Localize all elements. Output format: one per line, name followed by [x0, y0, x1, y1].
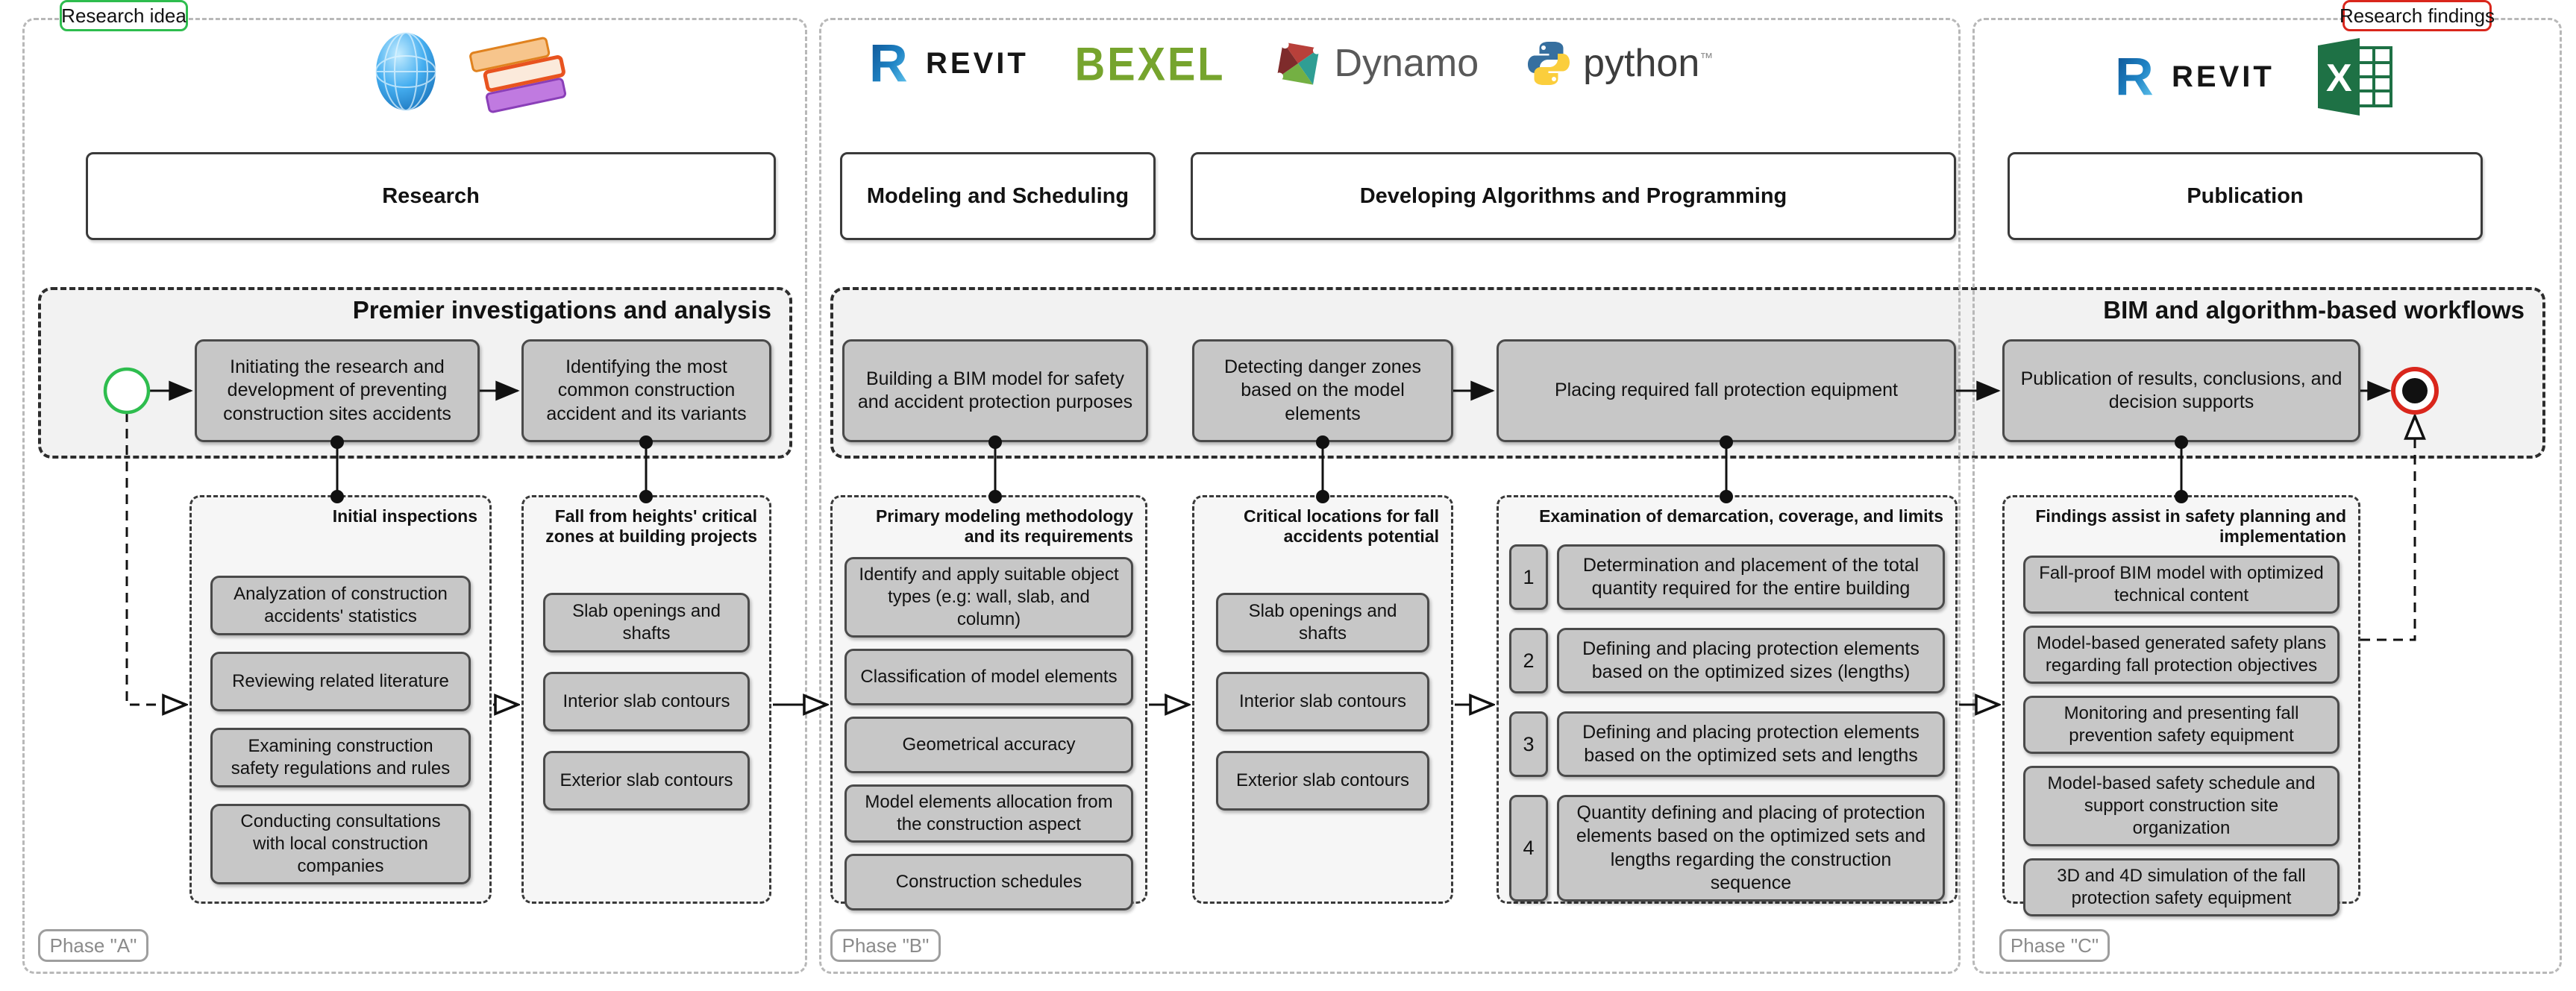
stage-title-label: Publication [2187, 183, 2304, 208]
phase-b-label: Phase "B" [830, 929, 941, 962]
svg-text:R: R [869, 36, 908, 91]
numbered-item: 1 Determination and placement of the tot… [1509, 544, 1945, 611]
column-initial-inspections: Initial inspections Analyzation of const… [189, 495, 492, 904]
box-placing-fall-protection: Placing required fall protection equipme… [1497, 339, 1956, 442]
step-number: 2 [1509, 628, 1548, 694]
list-item: Reviewing related literature [210, 652, 471, 712]
list-item: Identify and apply suitable object types… [844, 557, 1133, 638]
list-item: Model-based generated safety plans regar… [2023, 626, 2340, 685]
python-icon [1528, 42, 1570, 85]
dynamo-icon [1275, 40, 1320, 85]
panel-a-logos [367, 25, 570, 118]
list-item: Exterior slab contours [543, 751, 750, 811]
column-title: Findings assist in safety planning and i… [2035, 506, 2346, 547]
column-title: Primary modeling methodology and its req… [875, 506, 1133, 547]
column-fall-from-heights: Fall from heights' critical zones at bui… [521, 495, 771, 904]
list-item: Monitoring and presenting fall preventio… [2023, 696, 2340, 755]
list-item: Defining and placing protection elements… [1557, 711, 1945, 778]
phase-a-label: Phase "A" [38, 929, 148, 962]
stage-title-label: Developing Algorithms and Programming [1359, 183, 1787, 208]
svg-text:R: R [2115, 49, 2154, 104]
box-detecting-danger-zones: Detecting danger zones based on the mode… [1192, 339, 1453, 442]
band-title: BIM and algorithm-based workflows [2103, 296, 2525, 324]
column-title: Fall from heights' critical zones at bui… [545, 506, 757, 547]
list-item: Quantity defining and placing of protect… [1557, 795, 1945, 902]
dynamo-logo: Dynamo [1272, 37, 1479, 89]
numbered-item: 4 Quantity defining and placing of prote… [1509, 795, 1945, 902]
step-number: 1 [1509, 544, 1548, 611]
step-number: 3 [1509, 711, 1548, 778]
column-title: Critical locations for fall accidents po… [1244, 506, 1439, 547]
list-item: Fall-proof BIM model with optimized tech… [2023, 556, 2340, 614]
list-item: Interior slab contours [543, 672, 750, 732]
panel-phase-b [819, 18, 1961, 974]
python-logo: python™ [1525, 39, 1713, 88]
panel-b-logos: R REVIT BEXEL Dynamo [869, 36, 1713, 91]
research-idea-label: Research idea [60, 0, 188, 31]
dynamo-logo-text: Dynamo [1334, 42, 1479, 85]
stage-title-modeling-scheduling: Modeling and Scheduling [840, 152, 1156, 240]
column-primary-modeling: Primary modeling methodology and its req… [830, 495, 1147, 911]
panel-phase-a [22, 18, 807, 974]
python-logo-text: python™ [1583, 42, 1714, 85]
revit-logo-text: REVIT [926, 46, 1029, 80]
research-findings-label: Research findings [2340, 0, 2495, 31]
list-item: Determination and placement of the total… [1557, 544, 1945, 611]
list-item: 3D and 4D simulation of the fall protect… [2023, 858, 2340, 917]
list-item: Slab openings and shafts [1216, 593, 1429, 653]
revit-icon: R [869, 36, 908, 91]
numbered-item: 2 Defining and placing protection elemen… [1509, 628, 1945, 694]
list-item: Classification of model elements [844, 649, 1133, 706]
list-item: Examining construction safety regulation… [210, 728, 471, 788]
step-number: 4 [1509, 795, 1548, 902]
excel-icon: X [2317, 38, 2392, 116]
phase-c-label: Phase "C" [1999, 929, 2110, 962]
python-tm: ™ [1699, 50, 1714, 66]
column-findings-assist: Findings assist in safety planning and i… [2002, 495, 2360, 917]
list-item: Analyzation of construction accidents' s… [210, 576, 471, 636]
revit-logo-text: REVIT [2172, 60, 2275, 93]
globe-icon [375, 32, 436, 111]
list-item: Geometrical accuracy [844, 717, 1133, 774]
stage-title-publication: Publication [2008, 152, 2483, 240]
books-icon [469, 37, 567, 113]
list-item: Construction schedules [844, 854, 1133, 911]
stage-title-label: Modeling and Scheduling [866, 183, 1129, 208]
box-publication-results: Publication of results, conclusions, and… [2002, 339, 2360, 442]
svg-text:X: X [2326, 57, 2352, 100]
revit-logo: R REVIT [2115, 49, 2275, 104]
panel-phase-c [1972, 18, 2562, 974]
list-item: Interior slab contours [1216, 672, 1429, 732]
list-item: Exterior slab contours [1216, 751, 1429, 811]
column-title: Initial inspections [332, 506, 477, 526]
stage-title-developing-algorithms: Developing Algorithms and Programming [1191, 152, 1956, 240]
panel-c-logos: R REVIT X [2115, 36, 2397, 118]
box-identifying-accident: Identifying the most common construction… [521, 339, 771, 442]
numbered-item: 3 Defining and placing protection elemen… [1509, 711, 1945, 778]
list-item: Model-based safety schedule and support … [2023, 766, 2340, 847]
stage-title-label: Research [382, 183, 480, 208]
list-item: Slab openings and shafts [543, 593, 750, 653]
band-title: Premier investigations and analysis [352, 296, 771, 324]
box-building-bim-model: Building a BIM model for safety and acci… [842, 339, 1148, 442]
list-item: Defining and placing protection elements… [1557, 628, 1945, 694]
revit-logo: R REVIT [869, 36, 1029, 91]
revit-icon: R [2115, 49, 2154, 104]
column-critical-locations: Critical locations for fall accidents po… [1192, 495, 1453, 904]
list-item: Conducting consultations with local cons… [210, 804, 471, 885]
column-examination-demarcation: Examination of demarcation, coverage, an… [1497, 495, 1958, 904]
list-item: Model elements allocation from the const… [844, 784, 1133, 843]
bexel-logo: BEXEL [1074, 37, 1226, 90]
column-title: Examination of demarcation, coverage, an… [1539, 506, 1943, 526]
stage-title-research: Research [86, 152, 776, 240]
box-initiating-research: Initiating the research and development … [195, 339, 480, 442]
